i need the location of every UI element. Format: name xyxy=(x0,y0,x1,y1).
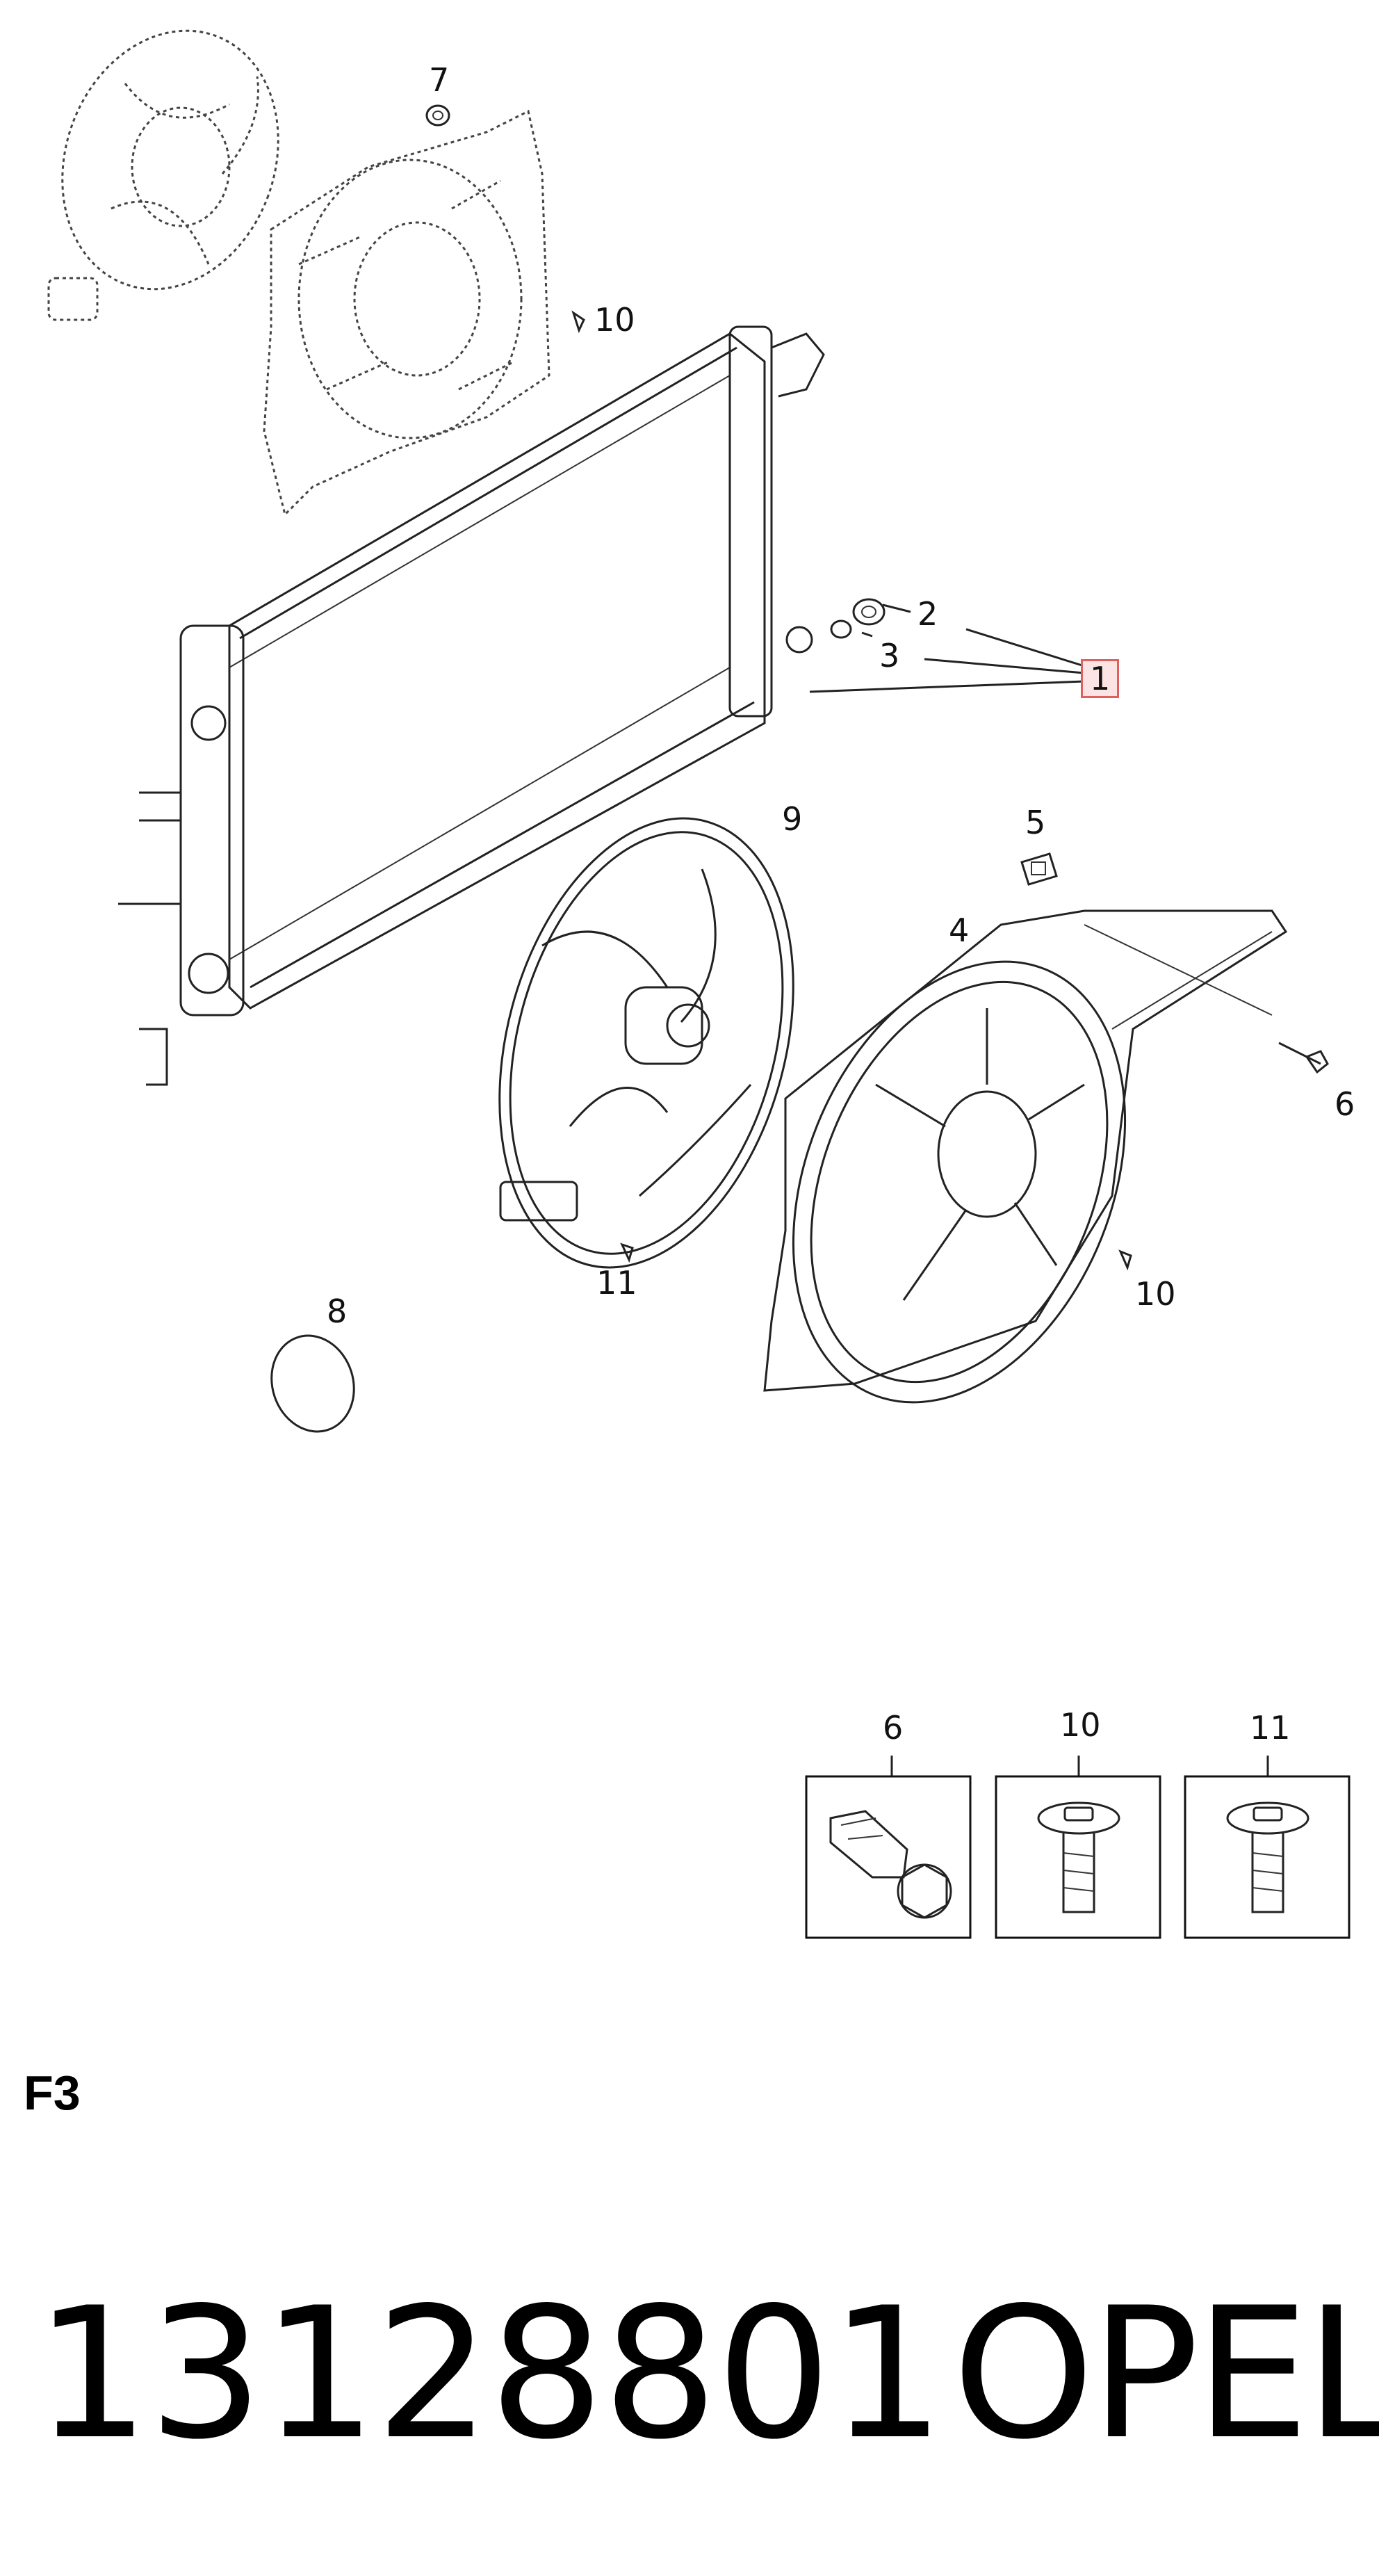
fastener-detail-10 xyxy=(995,1756,1161,1939)
cap-8-icon xyxy=(270,1334,355,1433)
fastener-label-11: 11 xyxy=(1250,1709,1291,1747)
part-number: 13128801 xyxy=(35,2269,945,2479)
screw-10-top-icon xyxy=(571,310,585,334)
electric-fan-9-icon xyxy=(498,817,794,1269)
screw-11-icon xyxy=(620,1242,634,1263)
seal-ring-3-icon xyxy=(830,619,852,639)
callout-5: 5 xyxy=(1025,804,1046,841)
callout-1-highlighted[interactable]: 1 xyxy=(1081,659,1120,698)
screw-10-right-icon xyxy=(1118,1249,1132,1271)
callout-8: 8 xyxy=(327,1293,348,1330)
callout-2: 2 xyxy=(917,595,938,633)
fastener-label-10: 10 xyxy=(1060,1706,1101,1744)
ghost-shroud-icon xyxy=(263,109,550,517)
clip-5-icon xyxy=(1020,852,1058,886)
fan-shroud-4-icon xyxy=(763,909,1321,1404)
callout-6: 6 xyxy=(1335,1085,1355,1123)
callout-9: 9 xyxy=(782,800,803,838)
callout-4: 4 xyxy=(949,912,970,949)
fastener-detail-11 xyxy=(1184,1756,1351,1939)
brand-name: OPEL xyxy=(952,2269,1379,2479)
callout-10-top: 10 xyxy=(594,301,635,339)
bolt-6-icon xyxy=(1305,1050,1329,1074)
section-code: F3 xyxy=(24,2066,81,2120)
radiator-icon xyxy=(118,325,825,1086)
callout-3: 3 xyxy=(879,637,900,674)
nut-7-icon xyxy=(425,104,450,127)
fastener-detail-6 xyxy=(805,1756,972,1939)
callout-11: 11 xyxy=(596,1264,637,1302)
callout-10-right: 10 xyxy=(1135,1275,1176,1313)
fastener-label-6: 6 xyxy=(883,1709,904,1747)
drain-plug-2-icon xyxy=(852,598,886,626)
ghost-fan-icon xyxy=(47,29,279,321)
callout-7: 7 xyxy=(429,61,450,99)
